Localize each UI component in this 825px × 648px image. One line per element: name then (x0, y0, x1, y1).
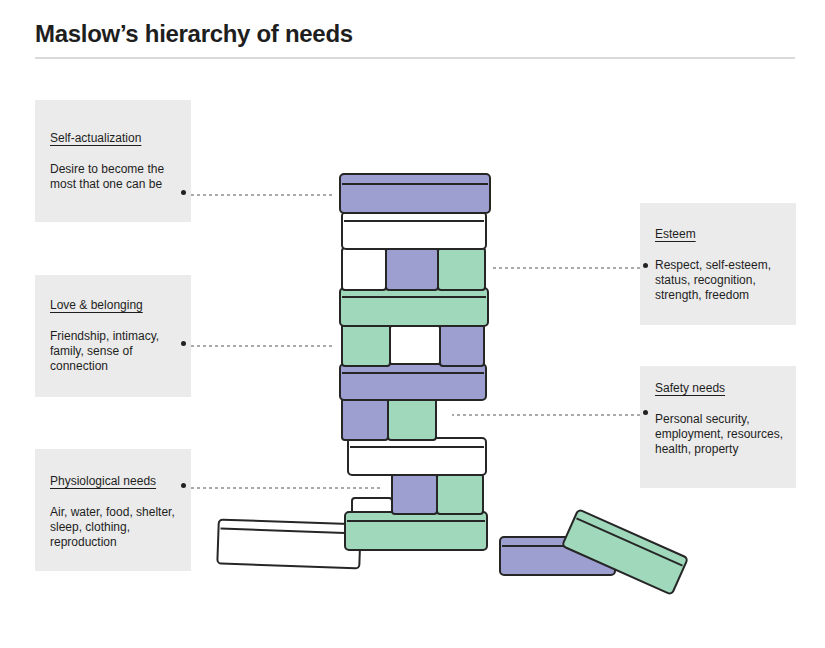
need-heading: Physiological needs (50, 473, 177, 489)
leader-dot (181, 483, 186, 488)
leader-dot (643, 410, 648, 415)
need-description: Friendship, intimacy, family, sense of c… (50, 329, 177, 374)
need-heading: Safety needs (655, 380, 786, 396)
leader-dot (643, 263, 648, 268)
need-heading: Self-actualization (50, 130, 177, 146)
need-heading: Esteem (655, 226, 786, 242)
need-description: Respect, self-esteem, status, recognitio… (655, 258, 786, 303)
title-rule (35, 58, 795, 59)
need-description: Desire to become the most that one can b… (50, 162, 177, 192)
need-description: Air, water, food, shelter, sleep, clothi… (50, 505, 177, 550)
need-box: EsteemRespect, self-esteem, status, reco… (640, 203, 796, 325)
need-box: Safety needsPersonal security, employmen… (640, 366, 796, 488)
need-box: Physiological needsAir, water, food, she… (35, 449, 191, 571)
need-description: Personal security, employment, resources… (655, 412, 786, 457)
need-box: Love & belongingFriendship, intimacy, fa… (35, 275, 191, 397)
need-box: Self-actualizationDesire to become the m… (35, 100, 191, 222)
need-heading: Love & belonging (50, 297, 177, 313)
tower-blocks (217, 174, 688, 595)
leader-dot (181, 190, 186, 195)
diagram-title: Maslow’s hierarchy of needs (35, 20, 353, 48)
leader-dot (181, 341, 186, 346)
leader-lines (191, 195, 640, 488)
